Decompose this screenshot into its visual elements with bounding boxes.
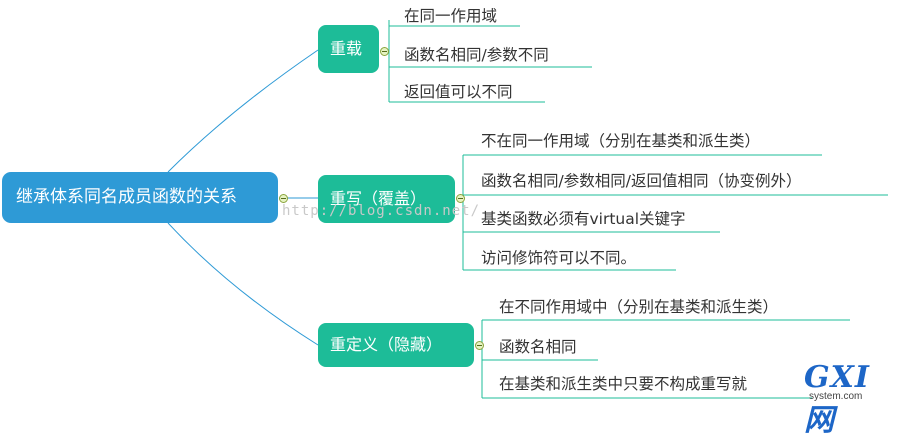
root-node-label: 继承体系同名成员函数的关系 <box>16 187 237 207</box>
leaf-node[interactable]: 函数名相同/参数不同 <box>404 46 549 64</box>
branch-override-collapse-toggle-icon[interactable] <box>456 194 465 203</box>
logo-domain: system.com <box>809 391 863 402</box>
branch-overload-collapse-toggle-icon[interactable] <box>380 47 389 56</box>
connector-root-overload <box>167 49 319 173</box>
leaf-node[interactable]: 在同一作用域 <box>404 7 498 25</box>
root-node[interactable]: 继承体系同名成员函数的关系 <box>2 172 278 223</box>
branch-label: 重载 <box>330 39 363 58</box>
branch-node-redefine[interactable]: 重定义（隐藏） <box>318 323 474 367</box>
site-logo: GXI网 system.com <box>804 360 896 438</box>
leaf-node[interactable]: 返回值可以不同 <box>404 83 513 101</box>
leaf-node[interactable]: 函数名相同/参数相同/返回值相同（协变例外） <box>481 172 802 190</box>
branch-node-override[interactable]: 重写（覆盖） <box>318 175 455 223</box>
leaf-node[interactable]: 函数名相同 <box>499 338 577 356</box>
branch-node-overload[interactable]: 重载 <box>318 25 379 73</box>
leaf-node[interactable]: 在基类和派生类中只要不构成重写就 <box>499 375 748 393</box>
connector-root-redefine <box>167 222 319 346</box>
leaf-node[interactable]: 在不同作用域中（分别在基类和派生类） <box>499 298 779 316</box>
branch-redefine-collapse-toggle-icon[interactable] <box>475 341 484 350</box>
branch-label: 重写（覆盖） <box>330 189 427 208</box>
connector-lines <box>167 20 888 399</box>
root-collapse-toggle-icon[interactable] <box>279 194 288 203</box>
leaf-node[interactable]: 基类函数必须有virtual关键字 <box>481 210 686 228</box>
branch-label: 重定义（隐藏） <box>330 335 443 354</box>
leaf-node[interactable]: 不在同一作用域（分别在基类和派生类） <box>481 132 761 150</box>
leaf-node[interactable]: 访问修饰符可以不同。 <box>481 249 637 267</box>
watermark: http://blog.csdn.net/ <box>282 203 481 219</box>
